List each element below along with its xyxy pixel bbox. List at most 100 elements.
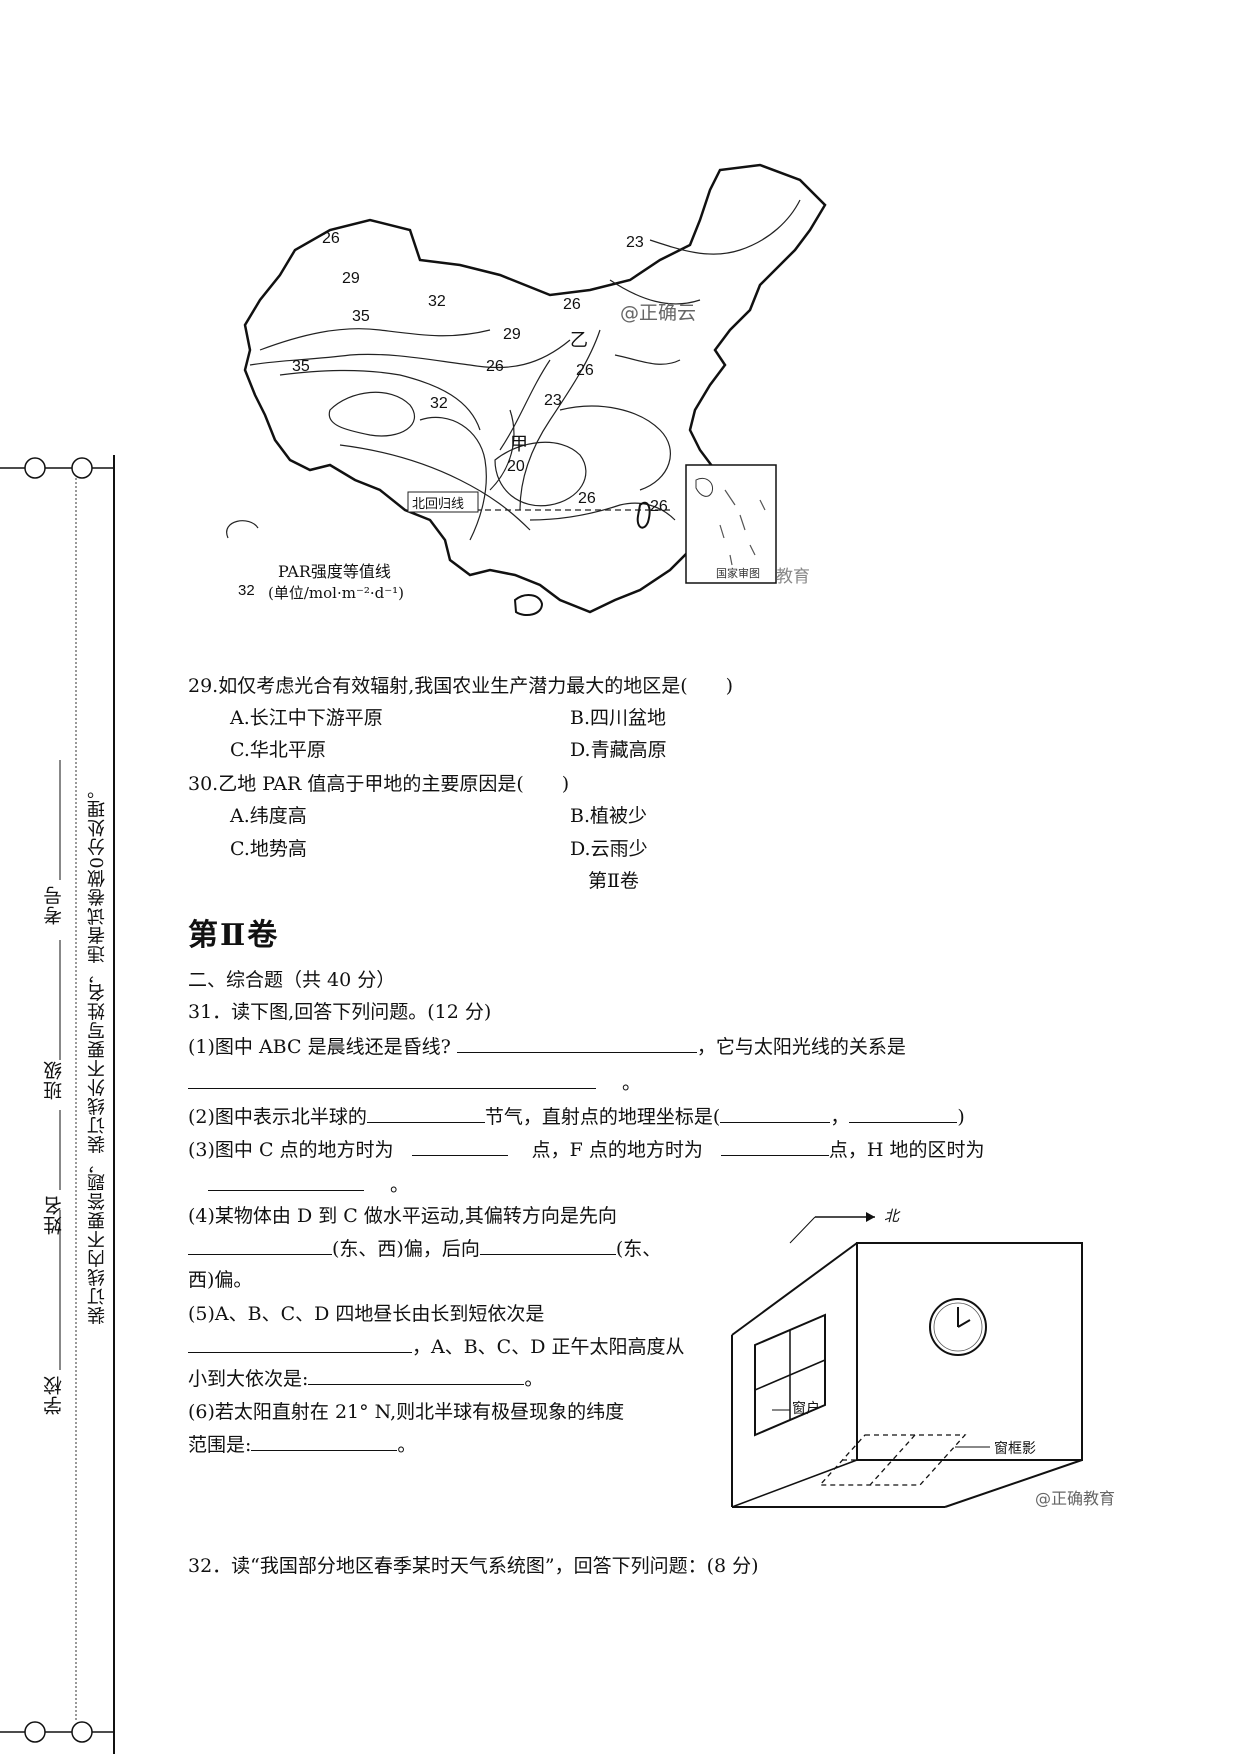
taiwan-island (636, 501, 651, 529)
map-watermark: @正确云 (620, 302, 697, 324)
q31-part4-line2: (东、西)偏，后向 (东、 (188, 1232, 661, 1265)
q31-part6-text-b: 范围是: (188, 1434, 252, 1456)
q29-option-c: C.华北平原 (230, 739, 326, 761)
window-frame (754, 1313, 826, 1437)
q31-part3: (3)图中 C 点的地方时为 点，F 点的地方时为 点，H 地的区时为 (188, 1133, 985, 1166)
binding-notice: 装订线内不要答题，装订线外不要写姓名，违者试卷做0分处理。 (87, 780, 108, 1325)
name-label: 姓名 (43, 1195, 65, 1235)
answer-blank[interactable] (720, 1100, 831, 1123)
room-figure: 北 窗户 窗框影 @正确教育 (720, 1195, 1120, 1525)
q31-part5-end: 。 (524, 1368, 544, 1390)
map-bottom-watermark: 教育 (776, 567, 810, 587)
binding-strip: 学校 姓名 班级 考号 装订线内不要答题，装订线外不要写姓名，违者试卷做0分处理… (0, 0, 120, 1754)
q29-option-a: A.长江中下游平原 (230, 707, 383, 729)
isoline-label: 26 (650, 498, 668, 515)
answer-blank[interactable] (188, 1066, 596, 1089)
legend-title: PAR强度等值线 (278, 562, 391, 581)
q29-option-b: B.四川盆地 (570, 707, 667, 729)
q31-part2-text-c: ， (830, 1106, 850, 1128)
answer-blank[interactable] (251, 1428, 398, 1451)
answer-blank[interactable] (208, 1168, 364, 1191)
legend-unit: (单位/mol·m⁻²·d⁻¹) (268, 584, 405, 602)
isoline-label: 32 (428, 293, 446, 310)
answer-blank[interactable] (308, 1362, 525, 1385)
isoline-label: 26 (576, 362, 594, 379)
isoline-label: 29 (503, 326, 521, 343)
exam-no-label: 考号 (43, 885, 65, 925)
label-yi: 乙 (570, 330, 588, 351)
south-china-sea-inset (685, 464, 777, 584)
q31-part3-end: 。 (390, 1174, 410, 1196)
window-shadow (818, 1434, 967, 1486)
q29-option-d: D.青藏高原 (570, 739, 667, 761)
label-jia: 甲 (510, 434, 528, 455)
isoline-label: 35 (352, 308, 370, 325)
back-wall (856, 1242, 1083, 1461)
q31-part5-line3: 小到大依次是: 。 (188, 1362, 543, 1395)
isoline-label: 23 (626, 234, 644, 251)
answer-blank[interactable] (720, 1133, 829, 1156)
q31-part6-end: 。 (397, 1434, 417, 1456)
answer-blank[interactable] (411, 1133, 508, 1156)
isoline-label: 35 (292, 358, 310, 375)
q31-part1: (1)图中 ABC 是晨线还是昏线? ，它与太阳光线的关系是 (188, 1030, 906, 1063)
answer-blank[interactable] (479, 1232, 616, 1255)
isoline-label: 26 (486, 358, 504, 375)
section-heading: 二、综合题（共 40 分） (188, 969, 396, 991)
q31-part2-text-d: ) (957, 1106, 965, 1128)
q31-part2-text-a: (2)图中表示北半球的 (188, 1106, 367, 1128)
q31-part2-text-b: 节气，直射点的地理坐标是( (484, 1106, 721, 1128)
answer-blank[interactable] (456, 1030, 697, 1053)
q31-part3-text-a: (3)图中 C 点的地方时为 (188, 1139, 394, 1161)
q30-stem: 30.乙地 PAR 值高于甲地的主要原因是( ) (188, 773, 570, 795)
q31-part4: (4)某物体由 D 到 C 做水平运动,其偏转方向是先向 (188, 1205, 617, 1227)
q31-part3-line2: 。 (208, 1168, 409, 1201)
q30-option-b: B.植被少 (570, 805, 648, 827)
q31-part4-text-c: (东、 (615, 1238, 662, 1260)
q30-option-c: C.地势高 (230, 838, 307, 860)
answer-blank[interactable] (366, 1100, 485, 1123)
q31-part4-text-b: (东、西)偏，后向 (332, 1238, 480, 1260)
par-map-svg (226, 163, 827, 617)
q30-option-a: A.纬度高 (230, 805, 307, 827)
q31-part5-text-c: 小到大依次是: (188, 1368, 309, 1390)
q31-part1-end: 。 (622, 1072, 642, 1094)
par-map-figure: 26 29 32 35 35 32 29 26 26 23 23 20 26 2… (220, 160, 920, 650)
q31-stem: 31．读下图,回答下列问题。(12 分) (188, 1001, 492, 1023)
q31-part5: (5)A、B、C、D 四地昼长由长到短依次是 (188, 1303, 545, 1325)
q31-part6: (6)若太阳直射在 21° N,则北半球有极昼现象的纬度 (188, 1401, 625, 1423)
small-section-label: 第Ⅱ卷 (588, 870, 639, 892)
isoline-label: 20 (507, 458, 525, 475)
north-label: 北 (884, 1207, 900, 1225)
q31-part1-text-b: ，它与太阳光线的关系是 (696, 1036, 906, 1058)
isoline-label: 26 (322, 230, 340, 247)
tropic-label: 北回归线 (412, 497, 465, 512)
room-figure-svg (731, 1212, 1083, 1508)
isoline-label: 29 (342, 270, 360, 287)
q31-part5-line2: ，A、B、C、D 正午太阳高度从 (188, 1330, 685, 1363)
binding-line-svg (0, 455, 115, 1754)
q31-part1-text-a: (1)图中 ABC 是晨线还是昏线? (188, 1036, 451, 1058)
q31-part1-line2: 。 (188, 1066, 641, 1099)
isoline-label: 26 (563, 296, 581, 313)
q30-option-d: D.云雨少 (570, 838, 648, 860)
shadow-label: 窗框影 (994, 1441, 1036, 1457)
china-outline (243, 163, 827, 614)
q31-part4-line3: 西)偏。 (188, 1269, 253, 1291)
q32-stem: 32．读“我国部分地区春季某时天气系统图”，回答下列问题：(8 分) (188, 1555, 759, 1577)
q31-part2: (2)图中表示北半球的 节气，直射点的地理坐标是( ，) (188, 1100, 965, 1133)
hainan-island (513, 594, 544, 617)
school-label: 学校 (43, 1375, 65, 1415)
answer-blank[interactable] (188, 1232, 332, 1255)
q31-part5-text-b: ，A、B、C、D 正午太阳高度从 (412, 1336, 685, 1358)
q31-part6-line2: 范围是: 。 (188, 1428, 416, 1461)
class-label: 班级 (43, 1060, 65, 1100)
q29-stem: 29.如仅考虑光合有效辐射,我国农业生产潜力最大的地区是( ) (188, 675, 734, 697)
answer-blank[interactable] (188, 1330, 412, 1353)
answer-blank[interactable] (849, 1100, 958, 1123)
isoline-label: 32 (430, 395, 448, 412)
window-label: 窗户 (792, 1401, 820, 1417)
isoline-label: 26 (578, 490, 596, 507)
q31-part3-text-b: 点，F 点的地方时为 (531, 1139, 703, 1161)
legend-value: 32 (238, 582, 255, 599)
